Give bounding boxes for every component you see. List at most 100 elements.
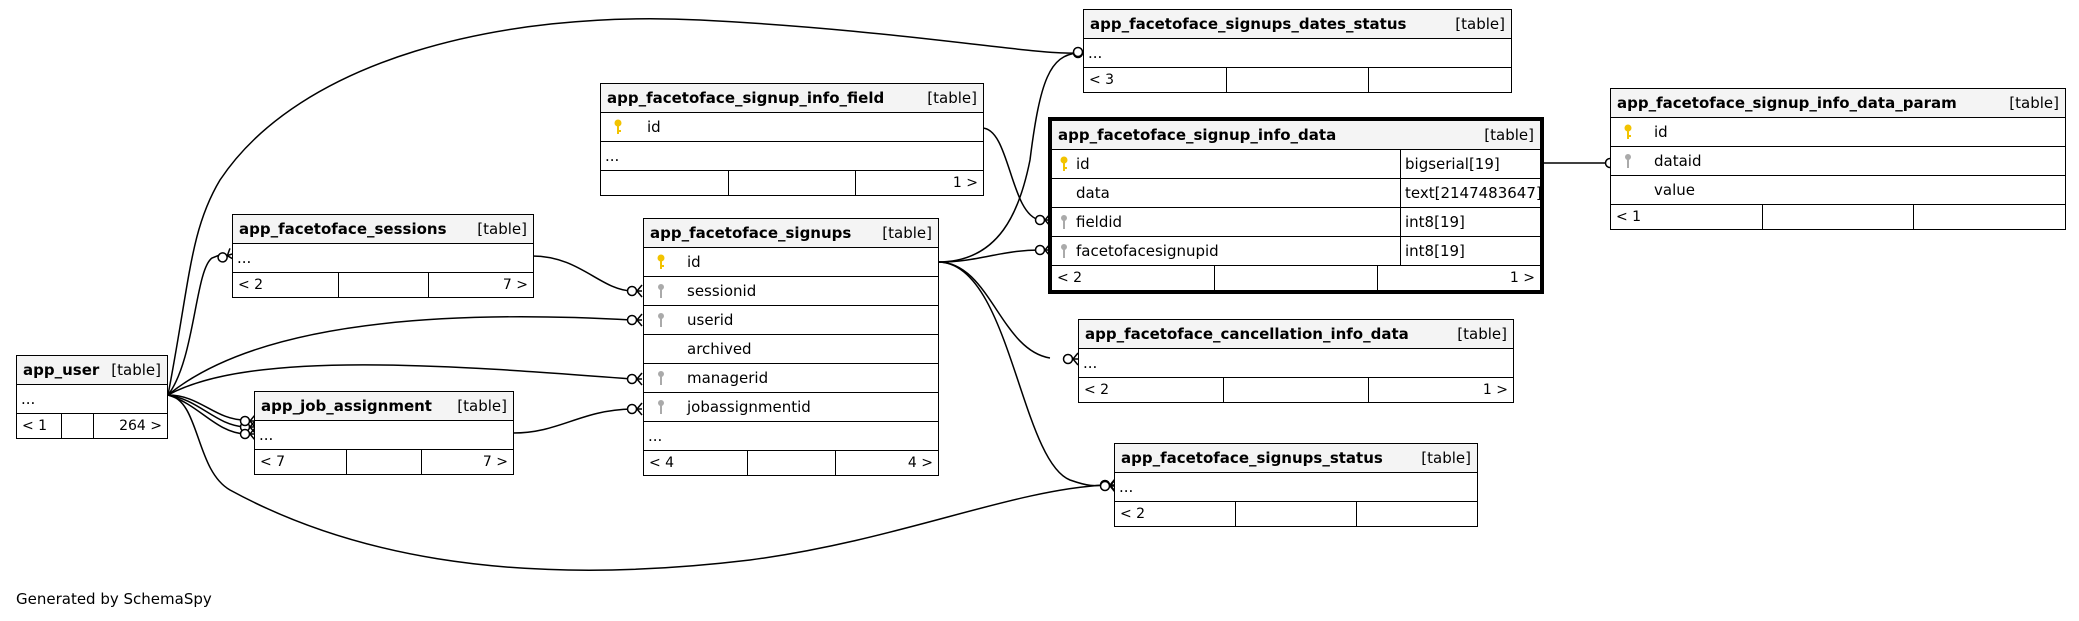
column-row-id: id — [601, 113, 983, 142]
table-name: app_facetoface_sessions — [239, 220, 447, 238]
table-kind: [table] — [1455, 15, 1505, 33]
table-app-facetoface-sessions[interactable]: app_facetoface_sessions [table] ... < 2 7… — [232, 214, 534, 298]
parents-link[interactable]: < 2 — [233, 273, 339, 297]
column-row-value: value — [1611, 176, 2065, 205]
foreign-key-icon — [1052, 214, 1076, 230]
table-app-facetoface-signups[interactable]: app_facetoface_signups[table] id session… — [643, 218, 939, 476]
edge-signups-infodata — [937, 249, 1041, 263]
table-app-facetoface-signup-info-data-param[interactable]: app_facetoface_signup_info_data_param [ta… — [1610, 88, 2066, 230]
column-name: id — [687, 253, 701, 271]
table-name: app_job_assignment — [261, 397, 432, 415]
table-kind: [table] — [927, 89, 977, 107]
table-footer: < 2 7 > — [233, 273, 533, 297]
foreign-key-icon — [644, 312, 678, 328]
children-link[interactable]: 1 > — [1509, 270, 1535, 286]
table-footer: < 4 4 > — [644, 451, 938, 475]
table-footer: < 3 — [1084, 68, 1511, 92]
children-link[interactable]: 7 > — [482, 454, 508, 470]
primary-key-icon — [1611, 124, 1645, 140]
parents-link[interactable]: < 1 — [17, 414, 62, 438]
column-row-userid: userid — [644, 306, 938, 335]
table-kind: [table] — [1421, 449, 1471, 467]
children-link[interactable]: 1 > — [1482, 382, 1508, 398]
column-type: int8[19] — [1400, 237, 1540, 265]
column-name: managerid — [687, 369, 769, 387]
table-name: app_facetoface_signups_dates_status — [1090, 15, 1407, 33]
table-footer: < 2 1 > — [1052, 266, 1540, 290]
parents-link[interactable]: < 3 — [1084, 68, 1227, 92]
column-row-facetofacesignupid: facetofacesignupid int8[19] — [1052, 237, 1540, 266]
table-name: app_facetoface_signup_info_data — [1058, 126, 1337, 144]
generated-by-label: Generated by SchemaSpy — [16, 590, 212, 608]
parents-link[interactable]: < 1 — [1611, 205, 1763, 229]
parents-link[interactable]: < 4 — [644, 451, 748, 475]
foreign-key-icon — [644, 370, 678, 386]
table-row-ellipsis: ... — [233, 244, 533, 273]
table-name: app_facetoface_signup_info_field — [607, 89, 885, 107]
column-name: id — [1076, 155, 1090, 173]
foreign-key-icon — [644, 399, 678, 415]
children-link[interactable]: 7 > — [502, 277, 528, 293]
table-app-user[interactable]: app_user[table] ... < 1 264 > — [16, 355, 168, 439]
foreign-key-icon — [1052, 243, 1076, 259]
table-footer: < 7 7 > — [255, 450, 513, 474]
column-name: id — [1654, 123, 1668, 141]
table-app-facetoface-signups-dates-status[interactable]: app_facetoface_signups_dates_status [tabl… — [1083, 9, 1512, 93]
edge-user-userid — [167, 316, 633, 396]
column-row-id: id bigserial[19] — [1052, 150, 1540, 179]
column-row-id: id — [1611, 118, 2065, 147]
parents-link[interactable]: < 2 — [1115, 502, 1236, 526]
column-name: jobassignmentid — [687, 398, 811, 416]
table-kind: [table] — [2009, 94, 2059, 112]
column-type: int8[19] — [1400, 208, 1540, 236]
column-row-dataid: dataid — [1611, 147, 2065, 176]
edge-signups-cancel — [937, 261, 1051, 359]
column-name: dataid — [1654, 152, 1702, 170]
table-footer: < 2 — [1115, 502, 1477, 526]
column-name: data — [1076, 184, 1110, 202]
edge-user-managerid — [167, 364, 633, 396]
table-kind: [table] — [477, 220, 527, 238]
parents-link[interactable]: < 2 — [1079, 378, 1224, 402]
foreign-key-icon — [644, 283, 678, 299]
children-link[interactable]: 1 > — [952, 175, 979, 191]
table-row-ellipsis: ... — [17, 385, 167, 414]
table-name: app_facetoface_signup_info_data_param — [1617, 94, 1957, 112]
edge-job-signups — [512, 408, 633, 434]
children-link[interactable]: 4 > — [907, 455, 933, 471]
table-app-facetoface-signup-info-data[interactable]: app_facetoface_signup_info_data[table] i… — [1048, 117, 1544, 294]
column-name: value — [1654, 181, 1695, 199]
edge-signups-status — [937, 261, 1106, 487]
edge-field-infodata — [981, 127, 1041, 221]
table-row-ellipsis: ... — [255, 421, 513, 450]
parents-link[interactable]: < 7 — [255, 450, 347, 474]
table-row-ellipsis: ... — [1079, 349, 1513, 378]
table-kind: [table] — [457, 397, 507, 415]
column-row-managerid: managerid — [644, 364, 938, 393]
parents-link[interactable]: < 2 — [1052, 266, 1215, 290]
edge-signups-dates — [937, 52, 1079, 263]
table-app-job-assignment[interactable]: app_job_assignment [table] ... < 7 7 > — [254, 391, 514, 475]
table-kind: [table] — [111, 361, 161, 379]
table-app-facetoface-cancellation-info-data[interactable]: app_facetoface_cancellation_info_data[ta… — [1078, 319, 1514, 403]
table-name: app_facetoface_signups_status — [1121, 449, 1383, 467]
table-row-ellipsis: ... — [1084, 39, 1511, 68]
column-name: sessionid — [687, 282, 757, 300]
table-name: app_facetoface_signups — [650, 224, 852, 242]
column-row-jobassignmentid: jobassignmentid — [644, 393, 938, 422]
table-row-ellipsis: ... — [644, 422, 938, 451]
column-name: fieldid — [1076, 213, 1123, 231]
table-app-facetoface-signups-status[interactable]: app_facetoface_signups_status[table] ...… — [1114, 443, 1478, 527]
edge-user-sessions — [167, 253, 223, 396]
column-name: facetofacesignupid — [1076, 242, 1219, 260]
children-link[interactable]: 264 > — [119, 418, 162, 434]
edge-user-signups-status — [167, 394, 1106, 571]
table-app-facetoface-signup-info-field[interactable]: app_facetoface_signup_info_field[table] … — [600, 83, 984, 196]
table-kind: [table] — [1457, 325, 1507, 343]
edge-user-job3 — [167, 394, 246, 421]
table-footer: 1 > — [601, 171, 983, 195]
table-row-ellipsis: ... — [601, 142, 983, 171]
table-footer: < 1 264 > — [17, 414, 167, 438]
column-row-sessionid: sessionid — [644, 277, 938, 306]
